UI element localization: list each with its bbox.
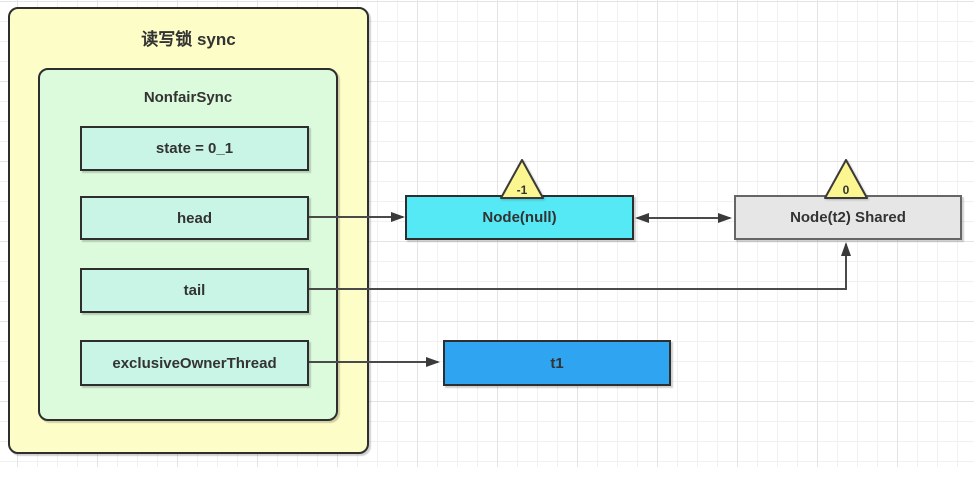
field-tail: tail <box>80 268 309 313</box>
node-null-box: Node(null) <box>405 195 634 240</box>
waitstatus-badge-node-t2: 0 <box>824 159 868 199</box>
nonfairsync-title: NonfairSync <box>143 89 233 106</box>
waitstatus-value: 0 <box>843 183 850 197</box>
triangle-icon <box>500 159 544 199</box>
waitstatus-value: -1 <box>517 183 528 197</box>
field-state: state = 0_1 <box>80 126 309 171</box>
field-exclusive-owner-thread: exclusiveOwnerThread <box>80 340 309 386</box>
waitstatus-badge-node-null: -1 <box>500 159 544 199</box>
node-t2-shared-box: Node(t2) Shared <box>734 195 962 240</box>
field-head: head <box>80 196 309 240</box>
triangle-icon <box>824 159 868 199</box>
sync-title: 读写锁 sync <box>141 30 236 49</box>
t1-thread-box: t1 <box>443 340 671 386</box>
